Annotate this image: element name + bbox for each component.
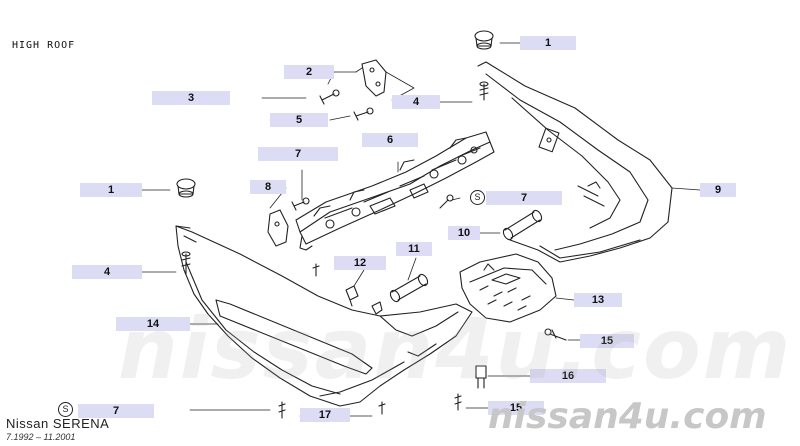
callout-10: 10 <box>448 226 480 240</box>
callout-4-left: 4 <box>72 265 142 279</box>
callout-9: 9 <box>700 183 736 197</box>
clip-12 <box>345 285 359 307</box>
callout-2: 2 <box>284 65 334 79</box>
callout-14: 14 <box>116 317 190 331</box>
screw-15a <box>544 328 567 341</box>
rod-11 <box>389 273 429 303</box>
screw-17b <box>378 401 386 415</box>
screw-4-top <box>479 81 489 101</box>
bracket-2 <box>361 59 387 97</box>
diagram-caption: HIGH ROOF <box>12 40 76 51</box>
grommet-left <box>176 178 196 198</box>
service-marker-mid: S <box>470 190 485 205</box>
footer-dates: 7.1992 – 11.2001 <box>6 432 76 442</box>
callout-13: 13 <box>574 293 622 307</box>
screw-left-mid <box>291 197 310 211</box>
clip-right-of-12 <box>371 301 383 315</box>
screw-7b <box>439 194 454 209</box>
callout-15-upper: 15 <box>580 334 634 348</box>
bolt-16 <box>475 365 487 389</box>
screw-3 <box>319 89 340 105</box>
rod-10 <box>502 209 543 241</box>
bumper-right-corner <box>477 61 673 263</box>
callout-15-lower: 15 <box>488 401 544 415</box>
callout-17: 17 <box>300 408 350 422</box>
lower-cover <box>459 253 557 323</box>
leader-lines <box>141 42 701 417</box>
bracket-8 <box>267 209 289 247</box>
callout-7-mid: 7 <box>486 191 562 205</box>
screw-4-left <box>181 251 191 275</box>
callout-7-upper: 7 <box>258 147 338 161</box>
screw-lower-left <box>312 263 320 277</box>
screw-15b <box>454 393 462 411</box>
reinforcement-beam <box>295 131 495 251</box>
callout-6: 6 <box>362 133 418 147</box>
screw-5 <box>353 107 374 121</box>
footer-model: Nissan SERENA <box>6 416 110 431</box>
callout-8: 8 <box>250 180 286 194</box>
callout-12: 12 <box>334 256 386 270</box>
callout-3: 3 <box>152 91 230 105</box>
watermark-small: nissan4u.com <box>488 396 767 437</box>
grommet-top <box>474 30 494 50</box>
watermark-large: nissan4u.com <box>118 300 793 398</box>
callout-1-left: 1 <box>80 183 142 197</box>
callout-11: 11 <box>396 242 432 256</box>
callout-4-top: 4 <box>392 95 440 109</box>
callout-1-top: 1 <box>520 36 576 50</box>
callout-16: 16 <box>530 369 606 383</box>
screw-17a <box>278 401 286 419</box>
bumper-left-corner <box>175 225 473 407</box>
service-marker-lower: S <box>58 402 73 417</box>
callout-7-lower: 7 <box>78 404 154 418</box>
callout-5: 5 <box>270 113 328 127</box>
